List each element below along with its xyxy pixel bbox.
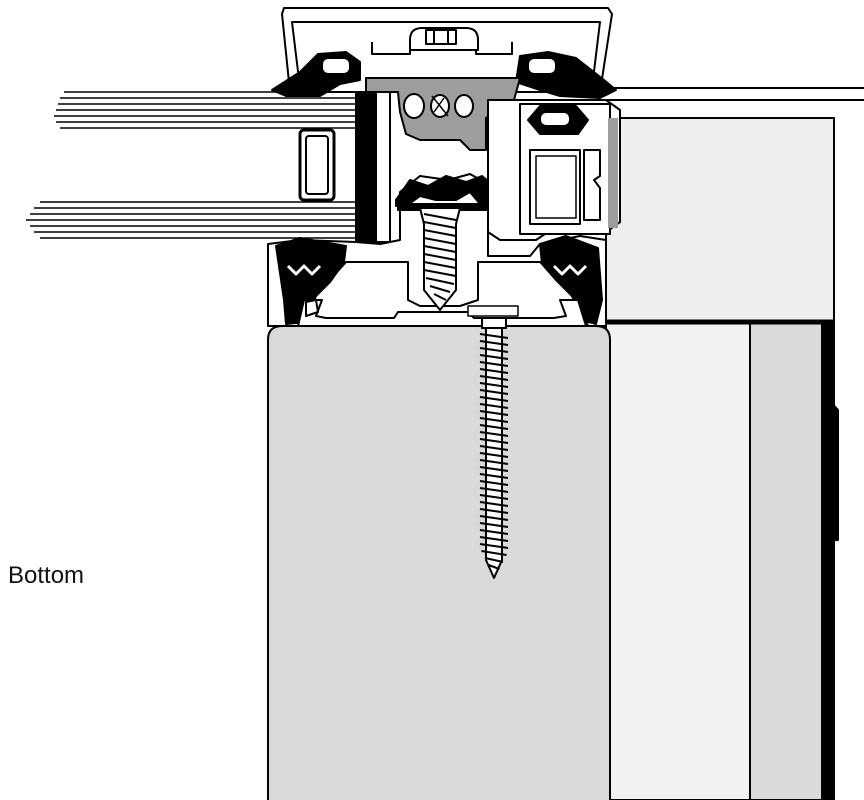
glass-pane-right (600, 87, 864, 101)
glass-edge-seal (355, 91, 377, 243)
gasket-lower-right (539, 235, 603, 325)
glass-pane-lower (26, 201, 360, 239)
right-frame-profile (487, 99, 621, 241)
glass-pane-upper (54, 91, 360, 129)
timber-rafter (267, 325, 611, 800)
gasket-lower-left (275, 237, 347, 325)
bottom-label: Bottom (8, 562, 85, 589)
base-channel (297, 299, 587, 327)
timber-screw (479, 317, 509, 579)
side-wall-panel (598, 117, 839, 800)
clamp-screw (419, 207, 461, 311)
